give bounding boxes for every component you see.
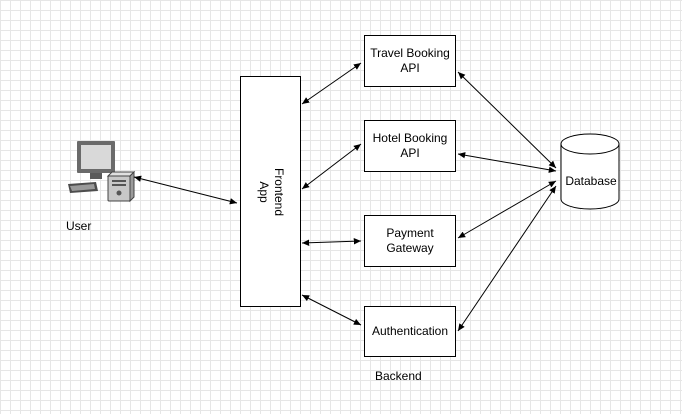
user-frontend-connector — [133, 175, 238, 205]
authentication-box: Authentication — [364, 306, 456, 357]
hotel-booking-api-box: Hotel Booking API — [364, 120, 456, 172]
database-cylinder — [560, 133, 620, 210]
auth-db-connector — [457, 185, 557, 332]
frontend-app-box: Frontend App — [240, 76, 301, 307]
frontend-auth-connector — [301, 294, 362, 326]
user-label: User — [66, 219, 92, 233]
frontend-app-label: Frontend App — [256, 167, 286, 216]
travel-db-connector — [457, 71, 557, 169]
payment-gateway-box: Payment Gateway — [364, 215, 456, 267]
hotel-db-connector — [457, 152, 557, 173]
computer-icon — [68, 141, 136, 203]
frontend-payment-connector — [301, 238, 362, 246]
payment-db-connector — [457, 180, 557, 239]
frontend-hotel-connector — [301, 143, 362, 190]
travel-booking-api-box: Travel Booking API — [364, 35, 456, 87]
database-label: Database — [565, 174, 617, 188]
backend-label: Backend — [375, 369, 422, 383]
frontend-travel-connector — [301, 62, 362, 105]
